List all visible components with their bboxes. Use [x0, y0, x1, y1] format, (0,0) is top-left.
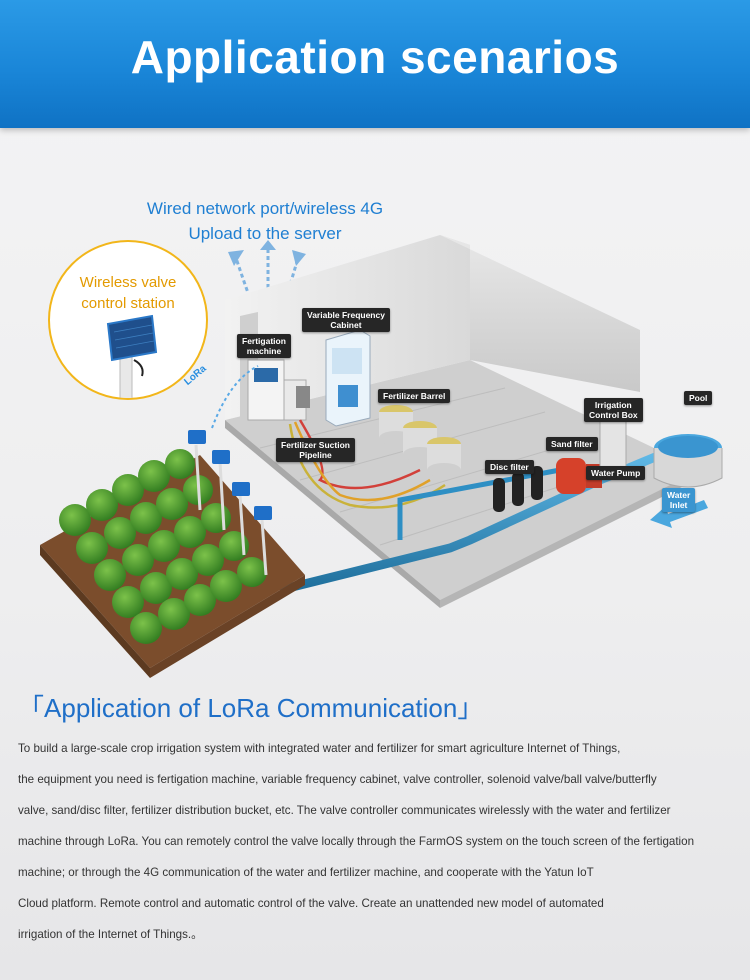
- label-pool: Pool: [684, 391, 713, 405]
- callout-line-2: control station: [81, 295, 175, 312]
- section-title-text: Application of LoRa Communication: [44, 693, 458, 723]
- label-disc-filter: Disc filter: [485, 460, 534, 474]
- room-back-wall-right: [440, 235, 640, 392]
- label-fertigation-machine: Fertigation machine: [237, 334, 291, 358]
- label-vfd-cabinet: Variable Frequency Cabinet: [302, 308, 390, 332]
- label-water-inlet: Water Inlet: [662, 488, 696, 512]
- label-suction-pipeline: Fertilizer Suction Pipeline: [276, 438, 355, 462]
- upload-caption-line-2: Upload to the server: [188, 224, 342, 243]
- description-line-5: machine; or through the 4G communication…: [18, 866, 594, 879]
- wireless-valve-callout: Wireless valve control station: [48, 240, 208, 400]
- upload-caption: Wired network port/wireless 4G Upload to…: [120, 196, 410, 246]
- pool: [653, 434, 723, 488]
- description-line-7: irrigation of the Internet of Things.。: [18, 928, 203, 941]
- valve-controllers: [188, 430, 272, 576]
- label-water-pump: Water Pump: [586, 466, 646, 480]
- section-title: 「Application of LoRa Communication」: [18, 688, 483, 725]
- description-line-3: valve, sand/disc filter, fertilizer dist…: [18, 804, 671, 817]
- vfd-cabinet: [325, 329, 371, 427]
- section-close-bracket: 」: [457, 693, 484, 723]
- crop-trees: [59, 449, 267, 644]
- valve-station-icon: [106, 314, 158, 398]
- label-irrigation-control-box: Irrigation Control Box: [584, 398, 643, 422]
- section-open-bracket: 「: [18, 693, 45, 723]
- section-description: To build a large-scale crop irrigation s…: [18, 736, 743, 953]
- label-fertilizer-barrel: Fertilizer Barrel: [378, 389, 451, 403]
- disc-filters: [493, 466, 543, 512]
- fertilizer-barrels: [379, 405, 461, 477]
- irrigation-illustration: [40, 235, 723, 678]
- label-sand-filter: Sand filter: [546, 437, 598, 451]
- description-line-2: the equipment you need is fertigation ma…: [18, 773, 657, 786]
- description-line-4: machine through LoRa. You can remotely c…: [18, 835, 695, 848]
- page-title: Application scenarios: [130, 31, 620, 83]
- fertigation-machine: [247, 359, 310, 421]
- callout-line-1: Wireless valve: [79, 274, 177, 291]
- description-line-1: To build a large-scale crop irrigation s…: [18, 742, 621, 755]
- header-banner: Application scenarios: [0, 0, 750, 128]
- upload-caption-line-1: Wired network port/wireless 4G: [146, 199, 384, 218]
- description-line-6: Cloud platform. Remote control and autom…: [18, 897, 604, 910]
